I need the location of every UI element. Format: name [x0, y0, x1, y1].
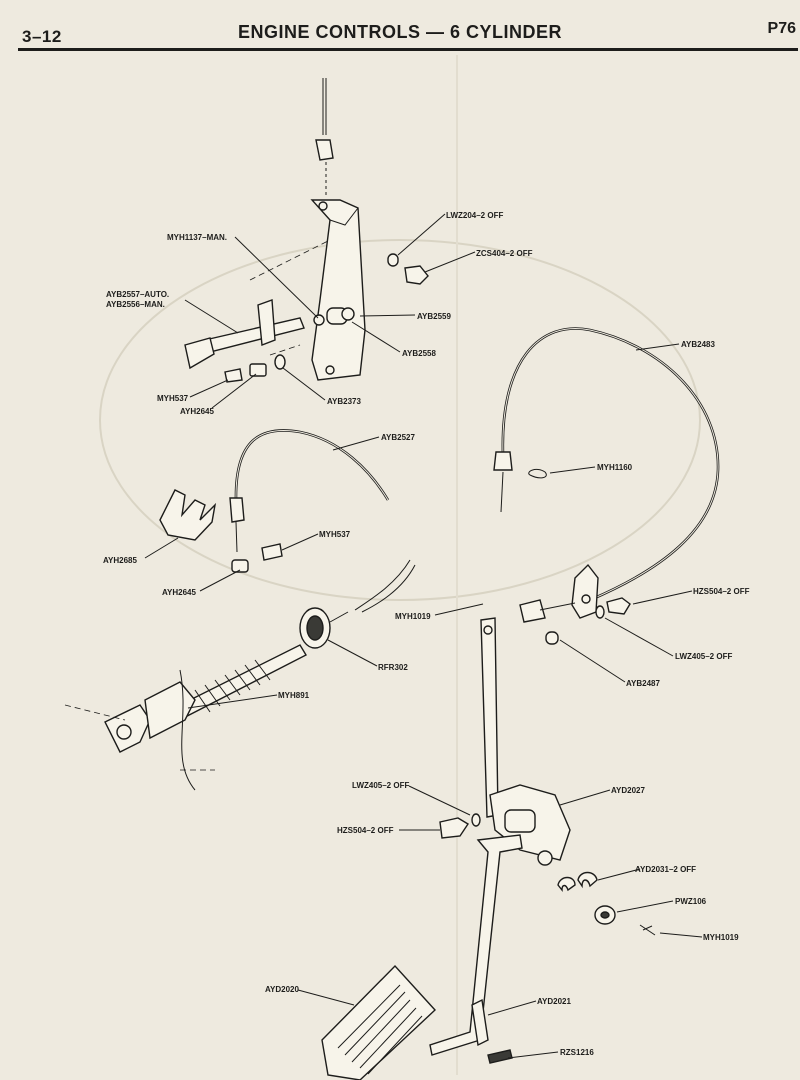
label-lwz204: LWZ204–2 OFF — [446, 211, 503, 220]
label-ayd2027: AYD2027 — [611, 786, 646, 795]
label-ayb2559: AYB2559 — [417, 312, 452, 321]
watermark — [99, 239, 701, 601]
header-rule — [18, 48, 798, 51]
hand-throttle-myh891 — [64, 607, 349, 791]
label-ayb2483: AYB2483 — [681, 340, 716, 349]
label-pwz106: PWZ106 — [675, 897, 707, 906]
label-ayb2373: AYB2373 — [327, 397, 362, 406]
label-myh891: MYH891 — [278, 691, 310, 700]
label-myh537-top: MYH537 — [157, 394, 189, 403]
label-myh1137: MYH1137–MAN. — [167, 233, 227, 242]
clip-ayh2685 — [159, 489, 217, 541]
label-ayh2685: AYH2685 — [103, 556, 138, 565]
label-ayb2557: AYB2557–AUTO. — [106, 290, 169, 299]
page-code: P76 — [767, 20, 796, 37]
label-myh537-mid: MYH537 — [319, 530, 351, 539]
page-header: 3–12 ENGINE CONTROLS — 6 CYLINDER P76 — [0, 0, 800, 60]
cable-ayb2483 — [493, 327, 720, 645]
leader-lines — [144, 213, 703, 1059]
label-ayh2645-mid: AYH2645 — [162, 588, 197, 597]
label-ayb2527: AYB2527 — [381, 433, 416, 442]
label-ayb2487: AYB2487 — [626, 679, 661, 688]
bracket-ayb2559 — [310, 199, 366, 381]
rod-upper — [480, 617, 499, 818]
label-lwz405-left: LWZ405–2 OFF — [352, 781, 409, 790]
label-ayd2021: AYD2021 — [537, 997, 572, 1006]
pedal-pad-ayd2020 — [321, 964, 436, 1080]
label-rfr302: RFR302 — [378, 663, 408, 672]
cable-ayb2527 — [159, 429, 416, 613]
cable-bracket — [571, 563, 599, 619]
label-ayd2020: AYD2020 — [265, 985, 300, 994]
label-rzs1216: RZS1216 — [560, 1048, 594, 1057]
label-ayh2645-top: AYH2645 — [180, 407, 215, 416]
label-lwz405-right: LWZ405–2 OFF — [675, 652, 732, 661]
lever-ayb2557 — [204, 317, 305, 353]
upper-bracket-assembly — [184, 78, 429, 383]
label-ayb2556: AYB2556–MAN. — [106, 300, 165, 309]
accelerator-assembly — [321, 617, 656, 1080]
label-zcs404: ZCS404–2 OFF — [476, 249, 533, 258]
label-myh1019-mid: MYH1019 — [395, 612, 431, 621]
label-myh1019-bot: MYH1019 — [703, 933, 739, 942]
label-myh1160: MYH1160 — [597, 463, 633, 472]
label-ayd2031: AYD2031–2 OFF — [635, 865, 696, 874]
page-number: 3–12 — [22, 27, 62, 46]
label-hzs504-right: HZS504–2 OFF — [693, 587, 750, 596]
label-ayb2558: AYB2558 — [402, 349, 437, 358]
page-title: ENGINE CONTROLS — 6 CYLINDER — [237, 22, 563, 42]
label-hzs504-left: HZS504–2 OFF — [337, 826, 394, 835]
